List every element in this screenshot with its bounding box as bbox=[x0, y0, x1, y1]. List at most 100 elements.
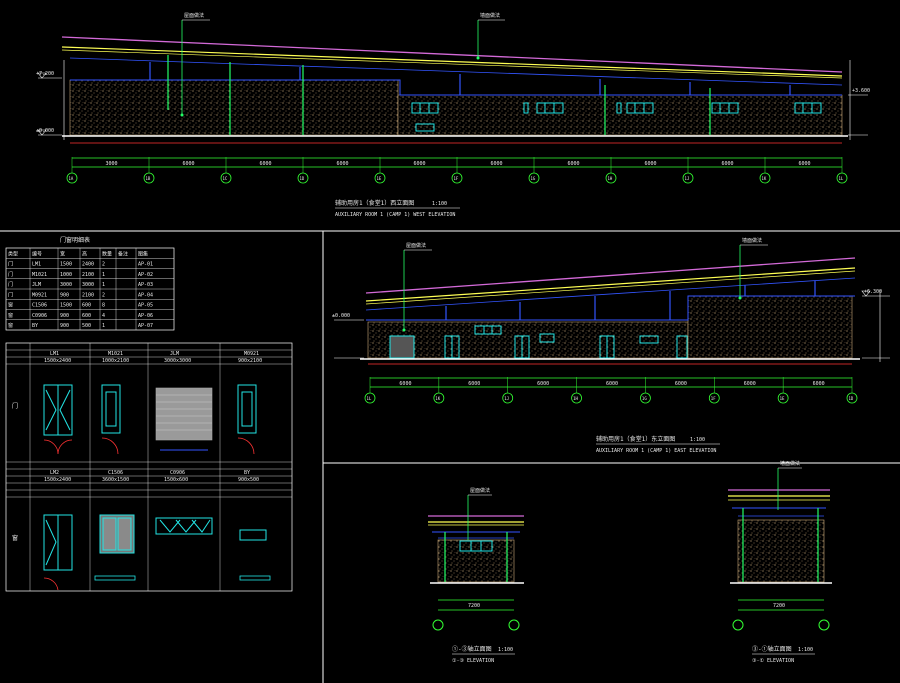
west-title-en: AUXILIARY ROOM 1 (CAMP 1) WEST ELEVATION bbox=[335, 212, 455, 218]
dimension-text: 6000 bbox=[606, 381, 618, 387]
window-detail-size: 1500x600 bbox=[164, 477, 188, 483]
axis-label: 1J bbox=[685, 176, 690, 181]
side-left-title-en: ①-③ ELEVATION bbox=[452, 658, 494, 664]
door-detail-size: 3000x3000 bbox=[164, 358, 191, 364]
schedule-cell: AP-04 bbox=[138, 292, 153, 298]
west-level-mid: +3.600 bbox=[852, 88, 870, 94]
window-detail-size: 3600x1500 bbox=[102, 477, 129, 483]
schedule-cell: 窗 bbox=[8, 302, 13, 309]
axis-bubble-icon bbox=[364, 392, 376, 404]
axis-label: 1K bbox=[435, 396, 440, 401]
side-left-title-cn: ①-③轴立面图 bbox=[452, 645, 492, 653]
east-callout-wall: 墙面做法 bbox=[742, 237, 762, 244]
axis-bubble-icon bbox=[433, 392, 445, 404]
schedule-cell: AP-06 bbox=[138, 313, 153, 319]
axis-bubble-icon bbox=[571, 392, 582, 404]
schedule-header: 备注 bbox=[118, 250, 128, 257]
west-callout-roof: 屋面做法 bbox=[184, 12, 204, 19]
door-detail-label: LM1 bbox=[50, 351, 59, 357]
schedule-header: 图集 bbox=[138, 250, 148, 257]
west-callout-wall: 墙面做法 bbox=[480, 12, 500, 19]
schedule-cell: AP-07 bbox=[138, 323, 153, 329]
window-detail-label: BY bbox=[244, 470, 250, 476]
window-detail-label: C1506 bbox=[108, 470, 123, 476]
schedule-cell: BY bbox=[32, 323, 38, 329]
window-detail-label: C0906 bbox=[170, 470, 185, 476]
schedule-cell: AP-01 bbox=[138, 262, 153, 268]
side-left-scale: 1:100 bbox=[498, 647, 513, 653]
west-wall-right bbox=[397, 94, 843, 136]
axis-bubble-icon bbox=[836, 172, 848, 184]
schedule-cell: 900 bbox=[60, 292, 69, 298]
axis-label: 1C bbox=[223, 176, 228, 181]
axis-label: 1K bbox=[762, 176, 767, 181]
schedule-cell: 窗 bbox=[8, 322, 13, 329]
dimension-text: 6000 bbox=[675, 381, 687, 387]
schedule-cell: 600 bbox=[82, 313, 91, 319]
dimension-text: 3000 bbox=[106, 161, 118, 167]
schedule-cell: LM1 bbox=[32, 262, 41, 268]
axis-bubble-icon bbox=[374, 172, 386, 184]
axis-bubble-icon bbox=[682, 172, 694, 184]
dimension-text: 6000 bbox=[799, 161, 811, 167]
east-title-scale: 1:100 bbox=[690, 437, 705, 443]
schedule-cell: M1021 bbox=[32, 272, 47, 278]
window-detail-size: 1500x2400 bbox=[44, 477, 71, 483]
side-elevation-left: 屋面做法 7200 ①-③轴立面图 1:100 ①-③ ELEVATION bbox=[428, 487, 524, 664]
schedule-cell: 3000 bbox=[60, 282, 72, 288]
dimension-text: 6000 bbox=[337, 161, 349, 167]
dimension-text: 6000 bbox=[813, 381, 825, 387]
axis-bubble-icon bbox=[66, 172, 78, 184]
schedule-header: 类型 bbox=[8, 250, 18, 257]
schedule-cell: 1000 bbox=[60, 272, 72, 278]
schedule-cell: 4 bbox=[102, 313, 105, 319]
door-detail-label: JLM bbox=[170, 351, 179, 357]
detail-row-tag-door: 门 bbox=[12, 402, 18, 410]
axis-bubble-icon bbox=[502, 392, 514, 404]
door-detail-label: M0921 bbox=[244, 351, 259, 357]
door-detail-size: 900x2100 bbox=[238, 358, 262, 364]
west-wall-left bbox=[69, 79, 399, 136]
window-detail-size: 900x500 bbox=[238, 477, 259, 483]
axis-label: 1H bbox=[573, 396, 578, 401]
axis-label: 1J bbox=[504, 396, 509, 401]
axis-bubble-icon bbox=[220, 172, 232, 184]
dimension-text: 6000 bbox=[399, 381, 411, 387]
schedule-header: 宽 bbox=[60, 250, 65, 257]
dimension-text: 6000 bbox=[183, 161, 195, 167]
schedule-cell: AP-05 bbox=[138, 303, 153, 309]
dimension-text: 6000 bbox=[260, 161, 272, 167]
schedule-cell: 2100 bbox=[82, 292, 94, 298]
sheet-frame bbox=[0, 230, 900, 683]
door-swing-icon bbox=[43, 437, 255, 591]
side-elevation-right: 墙面做法 7200 ③-①轴立面图 1:100 ③-① ELEVATION bbox=[728, 460, 832, 664]
schedule-header: 编号 bbox=[32, 250, 42, 257]
schedule-cell: C0906 bbox=[32, 313, 47, 319]
schedule-header: 高 bbox=[82, 250, 87, 257]
dimension-text: 6000 bbox=[491, 161, 503, 167]
axis-label: 1A bbox=[69, 176, 74, 181]
axis-bubble-icon bbox=[759, 172, 771, 184]
dimension-text: 6000 bbox=[468, 381, 480, 387]
leader-callout-icon bbox=[180, 56, 742, 332]
schedule-cell: AP-03 bbox=[138, 282, 153, 288]
west-windows bbox=[411, 102, 822, 132]
side-left-callout: 屋面做法 bbox=[470, 487, 490, 494]
schedule-cell: 窗 bbox=[8, 312, 13, 319]
dimension-text: 6000 bbox=[537, 381, 549, 387]
schedule-cell: 门 bbox=[8, 271, 13, 278]
axis-label: 1D bbox=[300, 176, 305, 181]
schedule-title: 门窗明细表 bbox=[60, 236, 90, 244]
east-wall-tall bbox=[687, 295, 853, 359]
side-right-title-en: ③-① ELEVATION bbox=[752, 658, 794, 664]
east-title-cn: 辅助用房1（食堂1）东立面图 bbox=[596, 435, 675, 443]
axis-label: 1E bbox=[780, 396, 785, 401]
axis-bubble-icon bbox=[451, 172, 463, 184]
axis-bubble-icon bbox=[528, 172, 540, 184]
schedule-cell: 2100 bbox=[82, 272, 94, 278]
